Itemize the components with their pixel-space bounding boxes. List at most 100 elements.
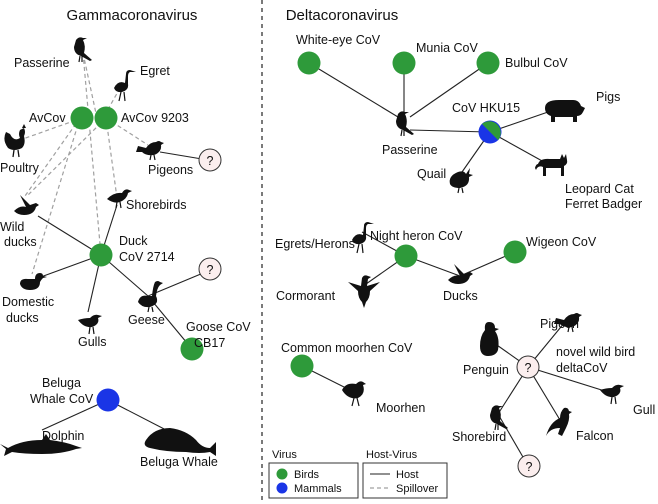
munia-label: Munia CoV [416, 41, 478, 55]
pig-silhouette-icon [545, 100, 585, 122]
quail-label: Quail [417, 167, 446, 181]
legend-spillover-label: Spillover [396, 483, 439, 495]
bulbul-cov-node [476, 51, 500, 75]
moorhen-cov-label: Common moorhen CoV [281, 341, 413, 355]
night-heron-cov-node [394, 244, 418, 268]
novel-unknown-label: ? [525, 361, 532, 375]
delta-host-edges [301, 62, 609, 465]
legend-mammals-swatch [276, 482, 288, 494]
domestic-ducks-label-2: ducks [6, 311, 39, 325]
beluga-cov-label-1: Beluga [42, 376, 81, 390]
avcov-node [70, 106, 94, 130]
munia-cov-node [392, 51, 416, 75]
legend-hostvirus-title: Host-Virus [366, 449, 418, 461]
delta-unknown-label: ? [526, 460, 533, 474]
duck-silhouette-icon [448, 264, 473, 284]
domestic-duck-silhouette-icon [20, 273, 47, 290]
duck-cov-label-2: CoV 2714 [119, 250, 175, 264]
gamma-passerine-label: Passerine [14, 56, 70, 70]
beluga-cov-node [96, 388, 120, 412]
penguin-silhouette-icon [480, 322, 499, 356]
poultry-silhouette-icon [3, 123, 27, 158]
hku15-node [478, 120, 502, 144]
leopard-cat-silhouette-icon [535, 154, 568, 176]
quail-silhouette-icon [449, 167, 474, 194]
wild-ducks-label-2: ducks [4, 235, 37, 249]
legend: Virus Birds Mammals Host-Virus Host Spil… [268, 449, 448, 499]
passerine-silhouette-icon [73, 36, 93, 63]
delta-passerine-silhouette-icon [395, 110, 415, 137]
beluga-whale-silhouette-icon [144, 428, 216, 456]
wild-ducks-label-1: Wild [0, 220, 24, 234]
penguin-label: Penguin [463, 363, 509, 377]
egret-label: Egret [140, 64, 170, 78]
ducks-label: Ducks [443, 289, 478, 303]
gamma-unknown-label-2: ? [207, 263, 214, 277]
avcov9203-label: AvCov 9203 [121, 111, 189, 125]
goose-cov-node [180, 337, 204, 361]
legend-hostvirus-box [362, 462, 448, 499]
geese-label: Geese [128, 313, 165, 327]
delta-passerine-label: Passerine [382, 143, 438, 157]
domestic-ducks-label-1: Domestic [2, 295, 54, 309]
wigeon-cov-node [503, 240, 527, 264]
poultry-label: Poultry [0, 161, 40, 175]
duck-cov-node [89, 243, 113, 267]
avcov9203-node [94, 106, 118, 130]
goose-cov-label-1: Goose CoV [186, 320, 251, 334]
novel-label-1: novel wild bird [556, 345, 635, 359]
white-eye-cov-node [297, 51, 321, 75]
leopard-cat-label-1: Leopard Cat [565, 182, 634, 196]
novel-label-2: deltaCoV [556, 361, 608, 375]
moorhen-cov-node [290, 354, 314, 378]
egrets-herons-label: Egrets/Herons [275, 237, 355, 251]
pigeon-silhouette-icon [135, 140, 165, 161]
goose-cov-label-2: CB17 [194, 336, 225, 350]
white-eye-label: White-eye CoV [296, 33, 381, 47]
falcon-silhouette-icon [546, 407, 572, 436]
legend-birds-label: Birds [294, 469, 320, 481]
duck-cov-label-1: Duck [119, 234, 148, 248]
pigeons-label: Pigeons [148, 163, 193, 177]
moorhen-silhouette-icon [341, 380, 367, 407]
beluga-cov-label-2: Whale CoV [30, 392, 94, 406]
legend-virus-title: Virus [272, 449, 297, 461]
delta-unknown-node [517, 454, 541, 478]
novel-deltacov-node [516, 355, 540, 379]
night-heron-label: Night heron CoV [370, 229, 463, 243]
gulls-label: Gulls [78, 335, 106, 349]
beluga-whale-label: Beluga Whale [140, 455, 218, 469]
legend-host-label: Host [396, 469, 419, 481]
legend-mammals-label: Mammals [294, 483, 342, 495]
wild-duck-silhouette-icon [14, 195, 39, 215]
goose-silhouette-icon [137, 280, 164, 313]
delta-pigeon-label: Pigeon [540, 317, 579, 331]
legend-birds-swatch [276, 468, 288, 480]
delta-title: Deltacoronavirus [286, 7, 399, 24]
gamma-unknown-label-1: ? [207, 154, 214, 168]
shorebirds-label: Shorebirds [126, 198, 186, 212]
dolphin-label: Dolphin [42, 429, 84, 443]
egret-silhouette-icon [113, 69, 137, 102]
shorebird-label: Shorebird [452, 430, 506, 444]
legend-virus-box [268, 462, 359, 499]
shorebird-silhouette-icon [489, 404, 509, 431]
falcon-label: Falcon [576, 429, 614, 443]
gamma-unknown-node-1 [198, 148, 222, 172]
gull-label: Gull [633, 403, 655, 417]
leopard-cat-label-2: Ferret Badger [565, 197, 642, 211]
gamma-title: Gammacoronavirus [67, 7, 198, 24]
moorhen-label: Moorhen [376, 401, 425, 415]
gamma-unknown-node-2 [198, 257, 222, 281]
cormorant-silhouette-icon [348, 275, 380, 308]
bulbul-label: Bulbul CoV [505, 56, 568, 70]
pigs-label: Pigs [596, 90, 620, 104]
cormorant-label: Cormorant [276, 289, 336, 303]
gull-silhouette-icon [599, 384, 625, 405]
hku15-label: CoV HKU15 [452, 101, 520, 115]
avcov-label: AvCov [29, 111, 66, 125]
gull-silhouette-icon [77, 314, 103, 335]
wigeon-label: Wigeon CoV [526, 235, 597, 249]
